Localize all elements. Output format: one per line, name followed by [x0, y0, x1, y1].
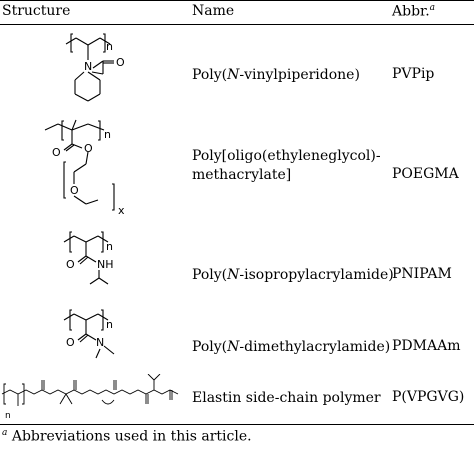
table-bottom-rule: [0, 424, 474, 425]
abbr-poegma: POEGMA: [392, 166, 459, 182]
footnote: a Abbreviations used in this article.: [2, 428, 252, 445]
poegma-label-n: n: [104, 128, 111, 141]
name-pvpip-post: -vinylpiperidone): [239, 67, 360, 83]
pvpgvg-label-n: n: [5, 411, 11, 421]
header-name: Name: [192, 3, 235, 19]
header-abbr: Abbr.a: [392, 3, 435, 20]
poegma-label-O2: O: [84, 142, 93, 155]
poegma-structure-svg: n O O O x: [44, 119, 125, 217]
name-pdmaam: Poly(N-dimethylacrylamide): [192, 338, 390, 357]
pvpip-label-O: O: [116, 56, 125, 69]
name-poegma-line1: Poly[oligo(ethyleneglycol)-: [192, 148, 381, 164]
footnote-text: Abbreviations used in this article.: [11, 428, 252, 445]
abbr-pvpip: PVPip: [392, 66, 435, 82]
poegma-label-x: x: [118, 204, 125, 217]
name-pvpip: Poly(N-vinylpiperidone): [192, 66, 360, 85]
pnipam-label-NH: NH: [97, 258, 114, 271]
name-pvpip-pre: Poly(: [192, 67, 228, 83]
pnipam-structure-svg: n O NH: [63, 231, 114, 285]
name-pdmaam-italic: N: [227, 339, 240, 355]
pvpip-label-N: N: [84, 60, 92, 73]
header-abbr-footnote-mark: a: [429, 3, 436, 13]
pdmaam-label-n: n: [106, 318, 113, 331]
abbr-pnipam: PNIPAM: [392, 266, 452, 282]
name-pnipam-post: -isopropylacrylamide): [239, 267, 394, 283]
name-pnipam-italic: N: [227, 267, 240, 283]
name-poegma-line2: methacrylate]: [192, 167, 292, 183]
name-pdmaam-pre: Poly(: [192, 339, 228, 355]
name-pvpip-italic: N: [227, 67, 240, 83]
structure-pdmaam: n O N: [0, 306, 190, 368]
pdmaam-label-O: O: [66, 336, 75, 349]
header-structure: Structure: [2, 3, 71, 19]
structure-poegma: n O O O x: [0, 118, 190, 218]
footnote-mark: a: [2, 428, 8, 438]
pnipam-label-O: O: [66, 258, 75, 271]
pvpip-label-n: n: [106, 40, 113, 53]
pdmaam-label-N: N: [96, 336, 104, 349]
name-pnipam-pre: Poly(: [192, 267, 228, 283]
name-pvpgvg: Elastin side-chain polymer: [192, 390, 381, 406]
poegma-label-O3: O: [70, 184, 79, 197]
table-top-rule: [0, 0, 474, 1]
structure-pnipam: n O NH: [0, 228, 190, 290]
pvpgvg-structure-svg: n: [1, 374, 179, 421]
header-abbr-text: Abbr.: [392, 3, 430, 20]
pdmaam-structure-svg: n O N: [63, 309, 115, 359]
abbr-pdmaam: PDMAAm: [392, 338, 461, 354]
structure-pvpgvg: n: [0, 374, 190, 422]
table-header-rule: [0, 24, 474, 25]
name-pdmaam-post: -dimethylacrylamide): [239, 339, 391, 355]
poegma-label-O1: O: [52, 146, 61, 159]
pvpip-structure-svg: n N O: [65, 33, 125, 102]
name-poegma: Poly[oligo(ethyleneglycol)- methacrylate…: [192, 147, 381, 185]
abbr-pvpgvg: P(VPGVG): [392, 389, 465, 405]
structure-pvpip: n N O: [0, 28, 190, 124]
pnipam-label-n: n: [106, 240, 113, 253]
name-pnipam: Poly(N-isopropylacrylamide): [192, 266, 394, 285]
